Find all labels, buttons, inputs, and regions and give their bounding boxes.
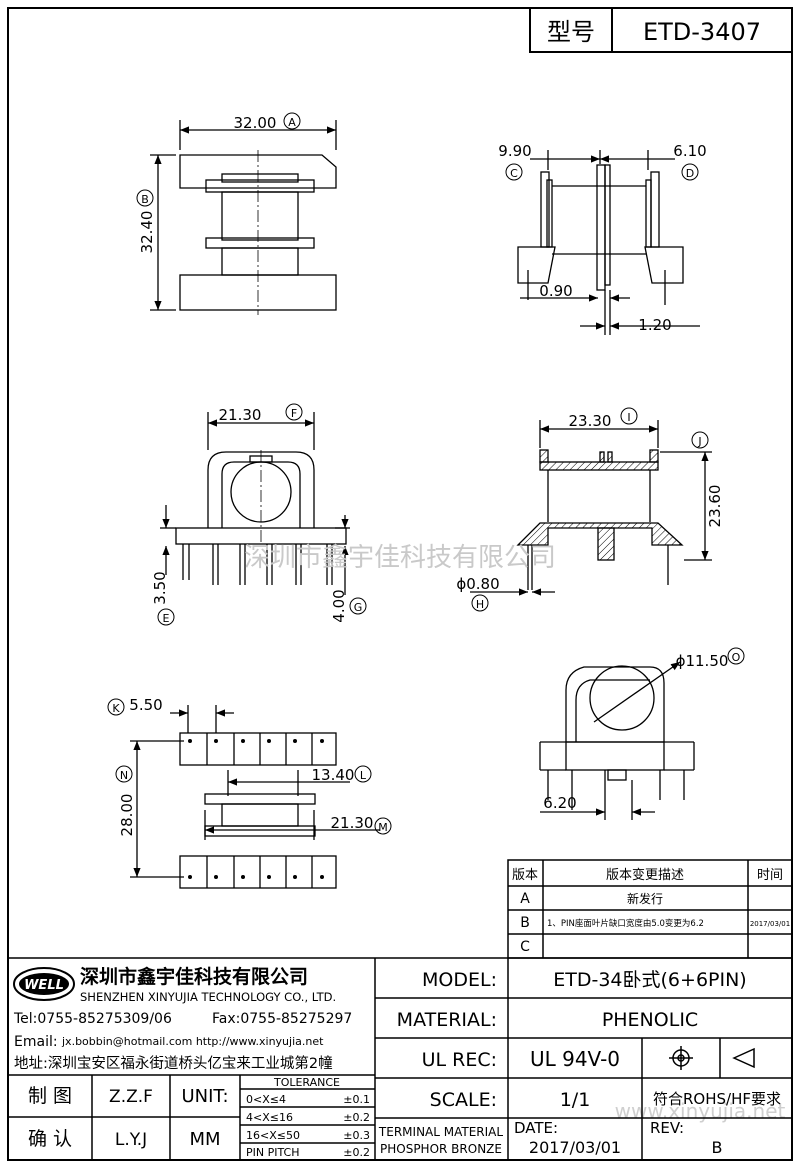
tag-a: A	[288, 116, 296, 129]
tol-range-4: PIN PITCH	[246, 1146, 300, 1159]
spec-model-value: ETD-34卧式(6+6PIN)	[553, 969, 746, 991]
revision-table	[507, 859, 793, 959]
spec-material-value: PHENOLIC	[602, 1009, 698, 1031]
dim-side-gap: 0.90	[539, 282, 572, 300]
view-top	[150, 120, 337, 315]
tag-k: K	[112, 702, 120, 715]
spec-model-label: MODEL:	[422, 969, 497, 991]
rev-row-c-version: C	[520, 939, 530, 955]
tag-e: E	[163, 612, 170, 625]
tol-range-3: 16<X≤50	[246, 1129, 300, 1142]
dim-top-height: 32.40	[138, 211, 156, 254]
company-email: jx.bobbin@hotmail.com http://www.xinyuji…	[61, 1035, 324, 1048]
tag-n: N	[120, 769, 128, 782]
dim-bottom-pitch: 5.50	[129, 696, 162, 714]
spec-scale-value: 1/1	[560, 1089, 591, 1111]
tag-f: F	[291, 407, 297, 420]
drawn-label: 制 图	[28, 1085, 72, 1107]
spec-scale-label: SCALE:	[430, 1089, 497, 1111]
dim-side-pin-dia: ϕ0.80	[456, 575, 499, 593]
dim-side-right: 6.10	[673, 142, 706, 160]
title-block-grid	[8, 957, 792, 1160]
rev-header-desc: 版本变更描述	[606, 867, 684, 883]
unit-value: MM	[189, 1129, 220, 1150]
company-name-cn: 深圳市鑫宇佳科技有限公司	[80, 965, 308, 988]
company-address: 地址:深圳宝安区福永街道桥头亿宝来工业城第2幢	[14, 1054, 333, 1072]
company-fax: Fax:0755-85275297	[212, 1011, 352, 1027]
spec-terminal-label: TERMINAL MATERIAL	[378, 1125, 503, 1139]
tol-range-2: 4<X≤16	[246, 1111, 293, 1124]
dim-top-width: 32.00	[234, 114, 277, 132]
tag-b: B	[141, 193, 149, 206]
checked-label: 确 认	[28, 1128, 72, 1150]
tol-range-1: 0<X≤4	[246, 1093, 286, 1106]
rev-row-a-version: A	[520, 891, 530, 907]
view-iso	[539, 661, 695, 820]
tag-i: I	[627, 411, 630, 424]
rev-row-a-desc: 新发行	[627, 891, 663, 906]
dim-front-width: 21.30	[219, 406, 262, 424]
dim-bottom-row: 28.00	[118, 794, 136, 837]
tag-d: D	[686, 167, 694, 180]
spec-ulrec-label: UL REC:	[422, 1049, 497, 1071]
checked-value: L.Y.J	[115, 1130, 147, 1150]
view-bottom	[130, 705, 380, 889]
view-side-top	[517, 150, 700, 335]
rev-row-b-version: B	[520, 915, 530, 931]
svg-text:WELL: WELL	[24, 978, 64, 993]
tag-m: M	[378, 821, 388, 834]
dim-side-height: 23.60	[706, 485, 724, 528]
rev-header-version: 版本	[512, 868, 538, 883]
model-value: ETD-3407	[643, 18, 761, 46]
dim-bottom-outer: 21.30	[331, 814, 374, 832]
unit-label: UNIT:	[181, 1086, 228, 1107]
tag-h: H	[476, 598, 484, 611]
spec-rohs: 符合ROHS/HF要求	[653, 1090, 781, 1108]
spec-rev-value: B	[712, 1138, 723, 1157]
drawn-value: Z.Z.F	[109, 1087, 153, 1107]
spec-date-label: DATE:	[514, 1119, 558, 1137]
rev-row-b-date: 2017/03/01	[750, 920, 790, 928]
tol-value-1: ±0.1	[343, 1093, 370, 1106]
tag-o: O	[732, 651, 741, 664]
tag-g: G	[354, 601, 363, 614]
dim-front-left-pin: 3.50	[151, 571, 169, 604]
tol-value-3: ±0.3	[343, 1129, 370, 1142]
view-front	[160, 412, 350, 595]
tolerance-title: TOLERANCE	[273, 1076, 340, 1089]
sheet-border	[7, 7, 793, 1161]
tag-l: L	[360, 769, 367, 782]
company-name-en: SHENZHEN XINYUJIA TECHNOLOGY CO., LTD.	[80, 990, 336, 1004]
company-logo: WELL	[13, 967, 75, 1001]
model-label: 型号	[547, 18, 595, 46]
dim-side-pin-width: 1.20	[638, 316, 671, 334]
rev-header-date: 时间	[757, 868, 783, 883]
spec-material-label: MATERIAL:	[397, 1009, 497, 1031]
model-header: 型号 ETD-3407	[529, 7, 793, 53]
dim-side-left: 9.90	[498, 142, 531, 160]
tol-value-4: ±0.2	[343, 1146, 370, 1159]
company-tel: Tel:0755-85275309/06	[13, 1011, 172, 1027]
dim-iso-hole: ϕ11.50	[676, 652, 729, 670]
dim-front-right-pin: 4.00	[330, 589, 348, 622]
spec-ulrec-value: UL 94V-0	[530, 1047, 620, 1071]
projection-symbol-icon	[669, 1046, 755, 1070]
dim-side-width: 23.30	[569, 412, 612, 430]
spec-date-value: 2017/03/01	[529, 1138, 621, 1157]
spec-terminal-value: PHOSPHOR BRONZE	[380, 1142, 502, 1156]
view-side	[470, 420, 712, 596]
dim-bottom-inner: 13.40	[312, 766, 355, 784]
tag-c: C	[510, 167, 518, 180]
bottom-pin-dots	[188, 739, 324, 879]
dim-iso-offset: 6.20	[543, 794, 576, 812]
spec-rev-label: REV:	[650, 1119, 684, 1137]
tag-j: J	[697, 435, 701, 448]
tol-value-2: ±0.2	[343, 1111, 370, 1124]
rev-row-b-desc: 1、PIN座面叶片缺口宽度由5.0变更为6.2	[547, 918, 704, 929]
company-email-label: Email:	[14, 1034, 58, 1050]
watermark-url: www.xinyujia.net	[615, 1099, 786, 1123]
watermark: 深圳市鑫宇佳科技有限公司	[244, 543, 556, 573]
